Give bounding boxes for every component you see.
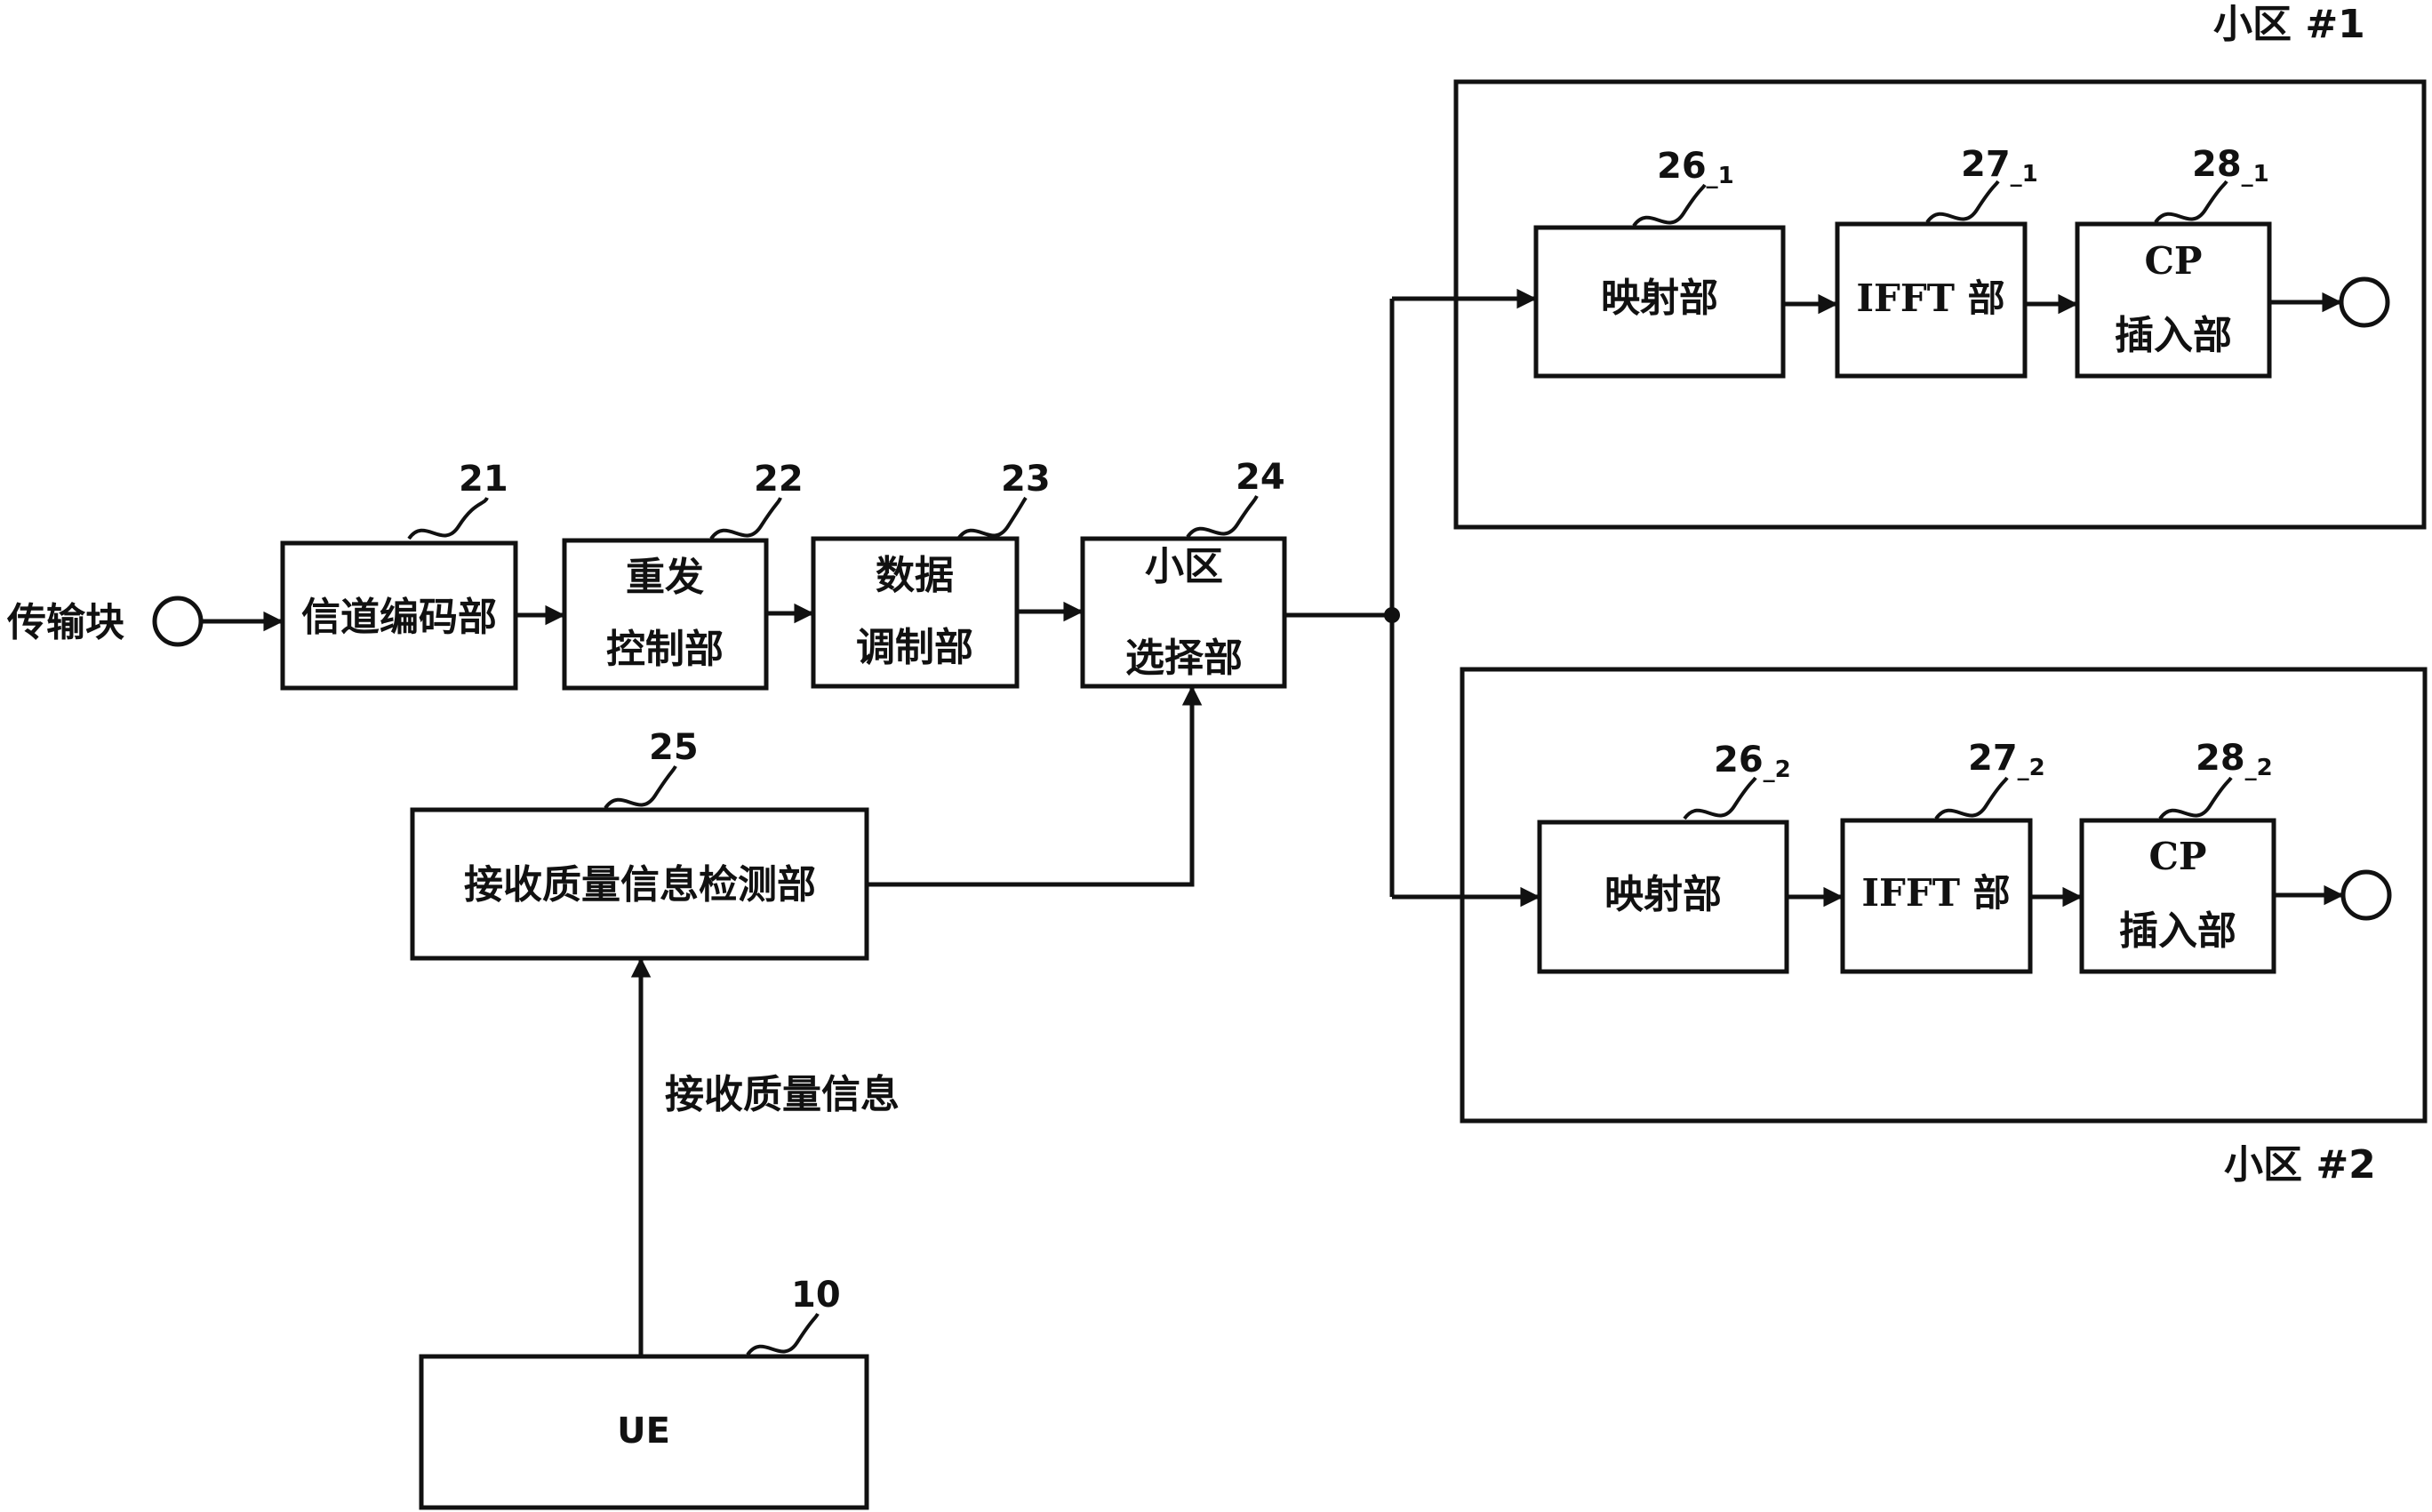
data-modulation-label-2: 调制部 xyxy=(856,625,973,670)
leader-squiggle-27-2 xyxy=(1934,776,2009,820)
ref-25: 25 xyxy=(649,727,699,768)
cell1-cp-label-1: CP xyxy=(2144,239,2202,283)
cell1-cp-label-2: 插入部 xyxy=(2115,313,2232,358)
feedback-label: 接收质量信息 xyxy=(665,1072,900,1117)
cell1-name: 小区 #1 xyxy=(2213,2,2365,47)
ref-26-2: 26_2 xyxy=(1714,740,1791,783)
leader-squiggle-25 xyxy=(604,765,677,810)
ue-block xyxy=(419,1354,869,1510)
leader-squiggle-10 xyxy=(746,1313,820,1356)
leader-squiggle-21 xyxy=(407,497,489,540)
cell-selection-label-2: 选择部 xyxy=(1125,636,1243,681)
leader-squiggle-28-1 xyxy=(2154,180,2228,224)
ref-28-1: 28_1 xyxy=(2192,144,2269,188)
ref-28-2-num: 28 xyxy=(2196,738,2245,779)
cell1-output-terminal xyxy=(2339,276,2390,328)
retransmit-control-label-2: 控制部 xyxy=(606,627,724,672)
leader-squiggle-26-2 xyxy=(1683,776,1757,820)
cell2-cp-label-1: CP xyxy=(2148,835,2206,878)
ref-27-1: 27_1 xyxy=(1961,144,2038,188)
cell1-ifft-label: IFFT 部 xyxy=(1856,276,2004,320)
ref-27-2-sub: _2 xyxy=(2018,755,2045,781)
cell2-cp-label-2: 插入部 xyxy=(2119,908,2236,954)
leader-squiggle-24 xyxy=(1186,495,1259,539)
quality-detection-label: 接收质量信息检测部 xyxy=(464,862,816,908)
ref-26-1-sub: _1 xyxy=(1707,163,1734,189)
cell-selection-label-1: 小区 xyxy=(1145,544,1223,589)
junction-dot xyxy=(1384,607,1400,623)
ref-24: 24 xyxy=(1236,457,1285,498)
channel-coding-label: 信道编码部 xyxy=(301,595,497,640)
ref-27-2: 27_2 xyxy=(1968,738,2045,781)
leader-squiggle-22 xyxy=(709,497,782,540)
ref-27-1-sub: _1 xyxy=(2011,161,2038,188)
ref-26-2-num: 26 xyxy=(1714,740,1764,780)
data-modulation-label-1: 数据 xyxy=(876,553,954,598)
ref-28-2-sub: _2 xyxy=(2245,755,2273,781)
cell2-frame xyxy=(1460,667,2428,1124)
leader-squiggle-26-1 xyxy=(1632,183,1707,228)
ref-28-1-sub: _1 xyxy=(2242,161,2269,188)
ue-label: UE xyxy=(617,1411,670,1452)
input-terminal xyxy=(152,596,204,647)
input-label: 传输块 xyxy=(6,600,124,645)
ref-21: 21 xyxy=(459,459,508,500)
ref-26-2-sub: _2 xyxy=(1764,756,1791,783)
cell2-mapping-label: 映射部 xyxy=(1604,872,1722,917)
ref-26-1-num: 26 xyxy=(1657,146,1707,187)
cell1-mapping-label: 映射部 xyxy=(1601,276,1718,321)
cell2-ifft-label: IFFT 部 xyxy=(1861,871,2010,915)
leader-squiggle-28-2 xyxy=(2158,776,2233,820)
cell2-output-terminal xyxy=(2340,869,2392,921)
leader-squiggle-27-1 xyxy=(1925,180,2000,224)
ref-28-1-num: 28 xyxy=(2192,144,2242,185)
retransmit-control-label-1: 重发 xyxy=(626,555,704,600)
ref-22: 22 xyxy=(754,459,804,500)
ref-10: 10 xyxy=(791,1275,841,1316)
arrow-detection-to-selection xyxy=(867,685,1203,887)
ref-27-2-num: 27 xyxy=(1968,738,2018,779)
ref-27-1-num: 27 xyxy=(1961,144,2011,185)
ref-28-2: 28_2 xyxy=(2196,738,2273,781)
leader-squiggle-23 xyxy=(956,496,1028,540)
ref-26-1: 26_1 xyxy=(1657,146,1734,189)
cell1-frame xyxy=(1453,79,2427,530)
cell2-name: 小区 #2 xyxy=(2224,1142,2376,1188)
ref-23: 23 xyxy=(1001,459,1051,500)
